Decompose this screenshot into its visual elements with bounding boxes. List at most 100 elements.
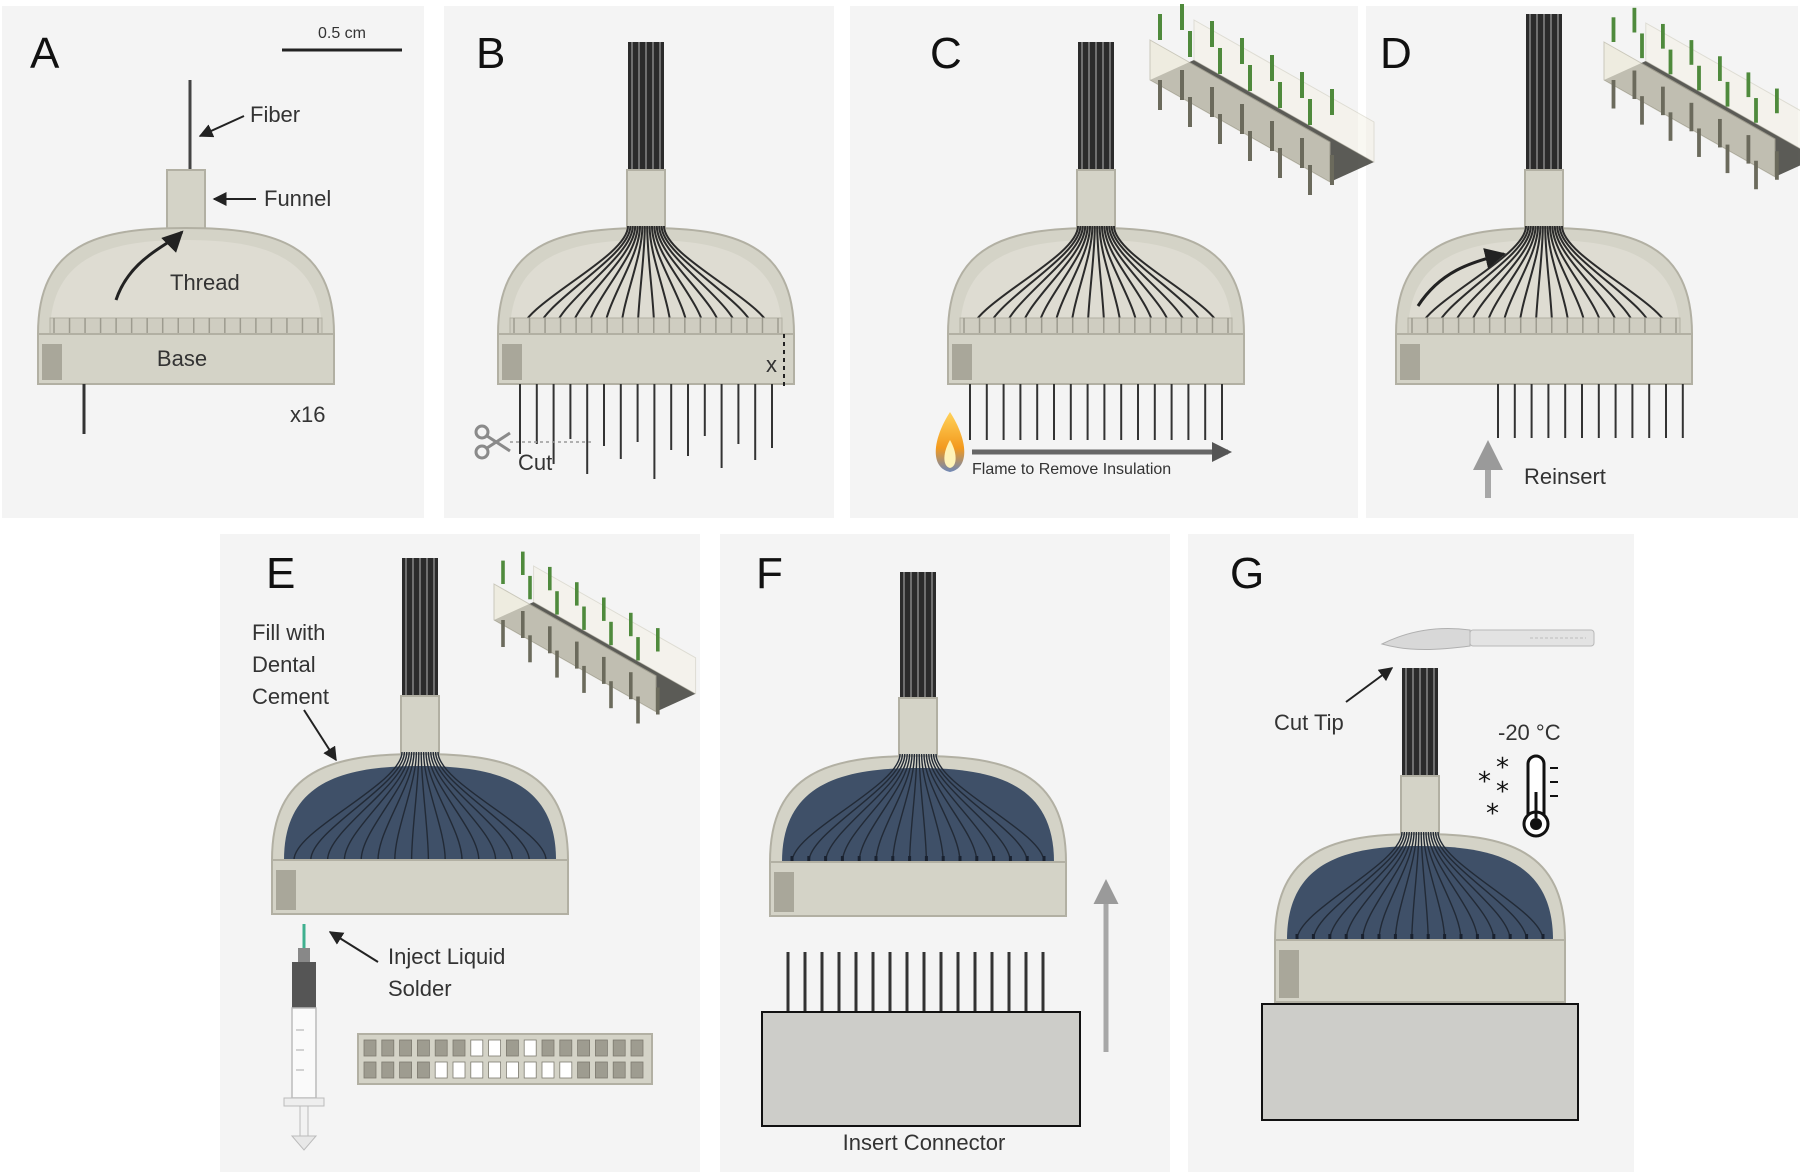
x-dimension-label: x	[766, 352, 777, 377]
scale-bar-label: 0.5 cm	[318, 25, 366, 42]
device-a	[36, 80, 336, 434]
solder-cup	[434, 1061, 448, 1079]
fill-pointer	[303, 709, 337, 762]
funnel	[1524, 169, 1564, 235]
panel-letter-c: C	[930, 29, 962, 78]
internal-wire	[935, 753, 1045, 863]
solder-cup	[595, 1061, 608, 1079]
solder-cup	[470, 1061, 484, 1079]
solder-cup	[630, 1039, 644, 1057]
device-c	[946, 42, 1246, 440]
internal-wire	[1420, 831, 1429, 941]
base-slot	[276, 870, 296, 910]
internal-wire	[1296, 831, 1403, 941]
solder-cup	[559, 1039, 573, 1057]
inject-pointer	[328, 931, 379, 963]
funnel	[166, 169, 206, 235]
solder-cup	[612, 1039, 626, 1057]
base-slot	[952, 344, 972, 380]
header-iso-d	[1603, 7, 1800, 190]
thread-label: Thread	[170, 270, 240, 295]
snowflake-icon: * * * *	[1478, 753, 1509, 829]
internal-wire	[791, 753, 901, 863]
internal-wire	[422, 751, 446, 861]
solder-cup	[488, 1039, 502, 1057]
internal-wire	[437, 751, 547, 861]
flame-icon	[935, 412, 965, 472]
thread-arrow-d	[1416, 248, 1507, 307]
solder-cup	[577, 1061, 590, 1079]
base	[497, 333, 795, 385]
solder-cup	[523, 1039, 537, 1057]
device-d	[1394, 14, 1694, 438]
header-iso-c	[1149, 4, 1375, 195]
solder-cup	[363, 1061, 377, 1079]
solder-cup	[541, 1061, 555, 1079]
solder-cup	[612, 1061, 626, 1079]
panel-letter-g: G	[1230, 549, 1264, 598]
internal-wire	[420, 751, 430, 861]
funnel	[1400, 775, 1440, 841]
solder-cup-connector	[357, 1033, 653, 1085]
internal-wire	[1427, 831, 1479, 941]
base-slot	[1279, 950, 1299, 998]
internal-wire	[920, 753, 944, 863]
funnel	[1076, 169, 1116, 235]
solder-cup	[630, 1061, 644, 1079]
panel-letter-e: E	[266, 549, 295, 598]
internal-wire	[293, 751, 403, 861]
panel-letter-d: D	[1380, 29, 1412, 78]
internal-wire	[892, 753, 916, 863]
internal-wire	[858, 753, 911, 863]
internal-wire	[425, 751, 463, 861]
header-wall-back	[1645, 22, 1800, 149]
device-f	[761, 572, 1081, 1127]
dental-cement	[284, 766, 556, 860]
fill-label-line-2: Dental	[252, 652, 316, 677]
internal-wire	[410, 751, 420, 861]
internal-wire	[377, 751, 415, 861]
cut-tip-pointer	[1345, 667, 1394, 703]
internal-wire	[310, 751, 406, 861]
fill-label-line-3: Cement	[252, 684, 329, 709]
flame-label: Flame to Remove Insulation	[972, 461, 1171, 478]
solder-cup	[505, 1061, 519, 1079]
internal-wire	[841, 753, 908, 863]
internal-wire	[925, 753, 978, 863]
base	[271, 859, 569, 915]
internal-wire	[932, 753, 1028, 863]
base-slot	[1400, 344, 1420, 380]
internal-wire	[908, 753, 918, 863]
cut-label: Cut	[518, 450, 552, 475]
svg-text:*: *	[1478, 767, 1491, 797]
count-label: x16	[290, 402, 325, 427]
solder-cup	[381, 1039, 395, 1057]
scalpel-icon	[1380, 628, 1595, 650]
scissors-icon	[474, 424, 511, 460]
base	[769, 861, 1067, 917]
solder-cup	[470, 1039, 484, 1057]
base-label: Base	[157, 346, 207, 371]
dental-cement	[782, 768, 1054, 862]
internal-wire	[1422, 831, 1446, 941]
connector-block	[1261, 1003, 1579, 1121]
internal-wire	[326, 751, 408, 861]
solder-cup	[595, 1039, 608, 1057]
solder-cup	[541, 1039, 555, 1057]
device-e	[270, 558, 570, 915]
internal-wire	[434, 751, 530, 861]
cut-tip-label: Cut Tip	[1274, 710, 1344, 735]
funnel	[400, 695, 440, 761]
internal-wire	[918, 753, 928, 863]
funnel	[626, 169, 666, 235]
internal-wire	[1411, 831, 1420, 941]
internal-wire	[430, 751, 497, 861]
solder-cup	[577, 1039, 590, 1057]
internal-wire	[1345, 831, 1410, 941]
internal-wire	[1425, 831, 1462, 941]
inject-label-line-1: Inject Liquid	[388, 944, 505, 969]
inject-label-line-2: Solder	[388, 976, 452, 1001]
base-slot	[502, 344, 522, 380]
fiber-pointer	[198, 115, 245, 138]
internal-wire	[1432, 831, 1511, 941]
